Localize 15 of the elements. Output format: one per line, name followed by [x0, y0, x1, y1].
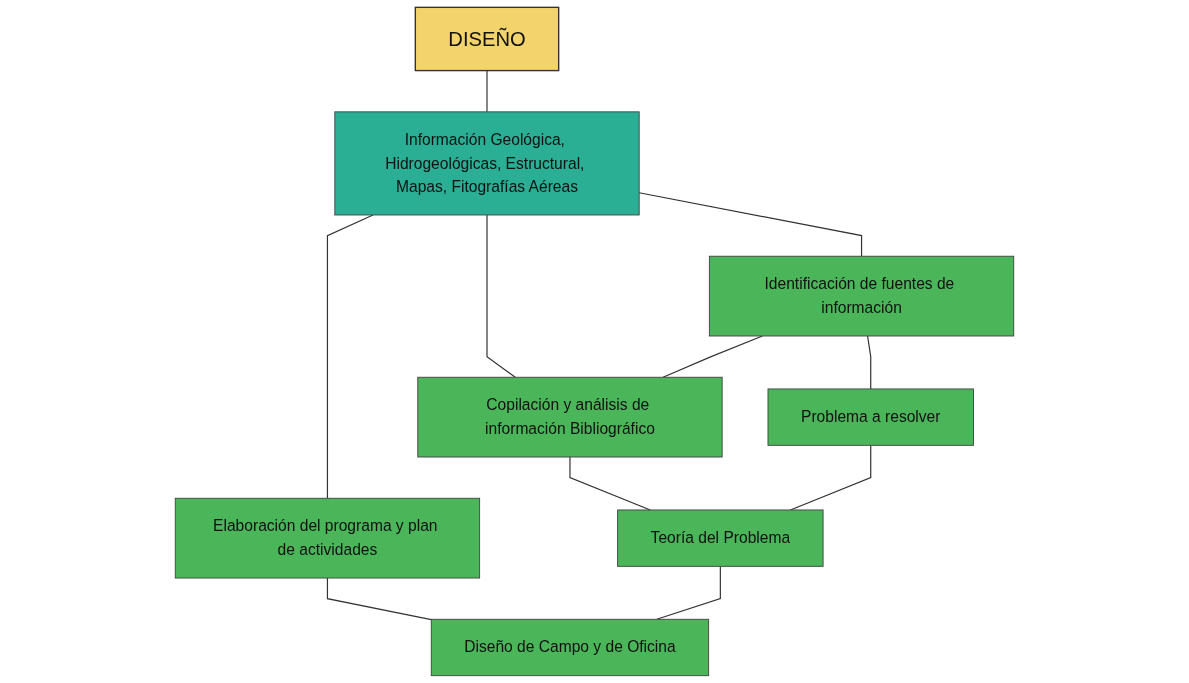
node-box: Elaboración del programa y plan de actividades	[174, 497, 481, 579]
connector	[638, 192, 863, 257]
connector	[656, 565, 721, 620]
node-box: Información Geológica, Hidrogeológicas, Estructural, Mapas, Fitografías Aéreas	[334, 111, 640, 216]
node-box: DISEÑO	[414, 6, 560, 72]
node-box: Problema a resolver	[767, 388, 974, 446]
connector	[486, 70, 488, 113]
connector	[867, 335, 872, 390]
node-box: Identificación de fuentes de información	[708, 255, 1015, 337]
connector	[486, 214, 516, 378]
node-box: Copilación y análisis de información Bibliográfico	[417, 376, 723, 458]
node-box: Teoría del Problema	[617, 509, 824, 567]
node-box: Diseño de Campo y de Oficina	[430, 618, 710, 677]
connector	[326, 214, 374, 499]
connector	[326, 577, 432, 621]
